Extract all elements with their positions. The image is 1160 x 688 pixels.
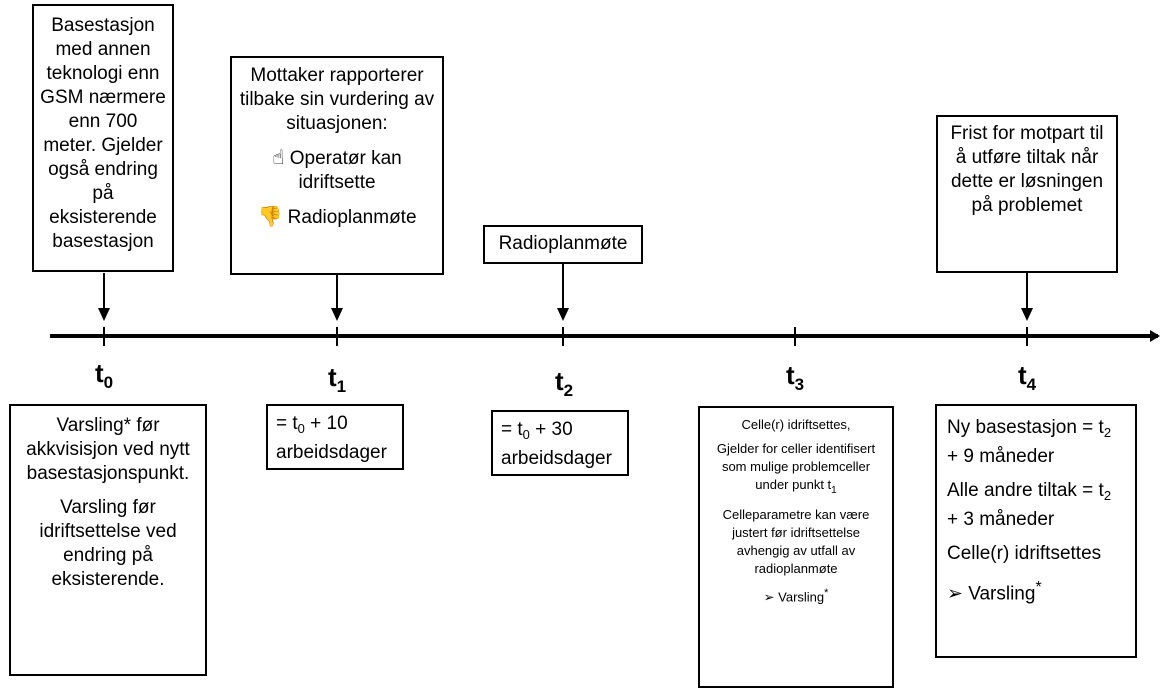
box-t3-bottom: Celle(r) idriftsettes, Gjelder for celle… [698, 406, 894, 688]
option-yes: Operatør kan idriftsette [289, 148, 402, 193]
box-t2-bottom: = t0 + 30 arbeidsdager [491, 410, 629, 476]
box-t2-bottom-line2: arbeidsdager [501, 448, 612, 469]
box-t0-bottom: Varsling* før akkvisisjon ved nytt bases… [9, 404, 207, 676]
box-t3-p2: Gjelder for celler identifisert som muli… [716, 441, 876, 496]
box-t4-p2: Alle andre tiltak = t2 + 3 måneder [947, 480, 1112, 530]
box-t0-bottom-p1: Varsling* før akkvisisjon ved nytt bases… [26, 415, 190, 484]
box-t0-bottom-p2: Varsling før idriftsettelse ved endring … [39, 497, 177, 590]
box-t4-top-text: Frist for motpart til å utføre tiltak nå… [950, 123, 1104, 216]
box-t3-p3: Celleparametre kan være justert før idri… [722, 507, 870, 576]
box-t3-p4: ➢ Varsling* [763, 587, 829, 605]
arrow-t2 [557, 262, 569, 321]
box-t4-p3: Celle(r) idriftsettes [947, 543, 1102, 564]
box-t1-intro: Mottaker rapporterer tilbake sin vurderi… [239, 65, 435, 134]
thumbs-down-icon: 👎 [257, 206, 283, 228]
box-t1-bottom-line2: arbeidsdager [276, 442, 387, 463]
box-t4-top: Frist for motpart til å utføre tiltak nå… [936, 115, 1118, 273]
tick-label-t0: t0 [95, 358, 114, 393]
arrow-t4 [1021, 272, 1033, 321]
box-t4-bottom: Ny basestasjon = t2 + 9 måneder Alle and… [935, 404, 1137, 658]
box-t2-top-text: Radioplanmøte [498, 233, 628, 254]
tick-label-t4: t4 [1018, 360, 1037, 395]
arrow-t0 [98, 273, 110, 321]
box-t4-p4: ➢ Varsling* [947, 579, 1042, 605]
box-t1-top: Mottaker rapporterer tilbake sin vurderi… [230, 56, 444, 275]
tick-label-t1: t1 [328, 362, 347, 397]
option-no: Radioplanmøte [287, 207, 417, 228]
thumbs-up-icon: ☝ [272, 147, 285, 169]
box-t3-p1: Celle(r) idriftsettes, [741, 417, 851, 432]
arrow-t1 [331, 275, 343, 321]
box-t0-top: Basestasjon med annen teknologi enn GSM … [32, 4, 174, 272]
tick-label-t3: t3 [786, 360, 805, 395]
box-t1-bottom: = t0 + 10 arbeidsdager [266, 404, 404, 470]
box-t0-top-text: Basestasjon med annen teknologi enn GSM … [40, 15, 166, 252]
box-t2-top: Radioplanmøte [483, 225, 643, 264]
tick-label-t2: t2 [555, 366, 574, 401]
timeline-arrowhead [1150, 330, 1160, 342]
box-t4-p1: Ny basestasjon = t2 + 9 måneder [947, 417, 1112, 467]
